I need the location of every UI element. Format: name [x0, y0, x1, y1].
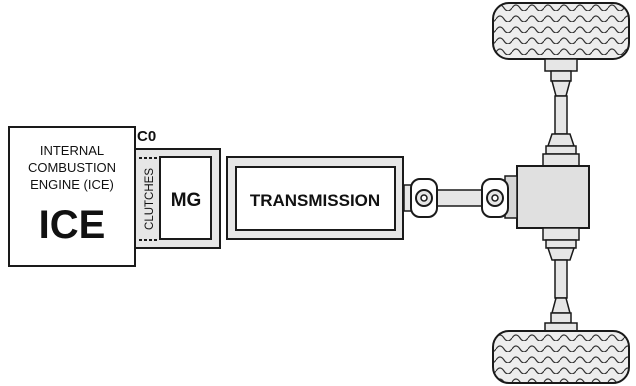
axle-bottom [542, 227, 580, 334]
clutches-label: CLUTCHES [144, 168, 156, 230]
differential-icon [504, 165, 590, 229]
mg-label: MG [171, 190, 202, 211]
universal-joint-left-icon [410, 178, 438, 218]
ice-label-line2: COMBUSTION [28, 160, 116, 175]
c0-label: C0 [137, 128, 156, 145]
universal-joint-right-icon [481, 178, 509, 218]
wheel-bottom [492, 330, 630, 384]
tire-bottom-icon [492, 330, 630, 384]
axle-top [542, 58, 580, 167]
transmission-label: TRANSMISSION [250, 191, 380, 210]
ice-big-label: ICE [39, 203, 106, 247]
transmission-housing: TRANSMISSION [226, 156, 404, 240]
ice-label-line3: ENGINE (ICE) [30, 177, 114, 192]
tire-top-icon [492, 2, 630, 60]
wheel-top [492, 2, 630, 60]
ice-label-line1: INTERNAL [40, 143, 104, 158]
ice-block: INTERNAL COMBUSTION ENGINE (ICE) ICE [8, 126, 136, 267]
clutches-indicator: CLUTCHES [139, 157, 157, 241]
mg-housing: MG [134, 148, 221, 249]
